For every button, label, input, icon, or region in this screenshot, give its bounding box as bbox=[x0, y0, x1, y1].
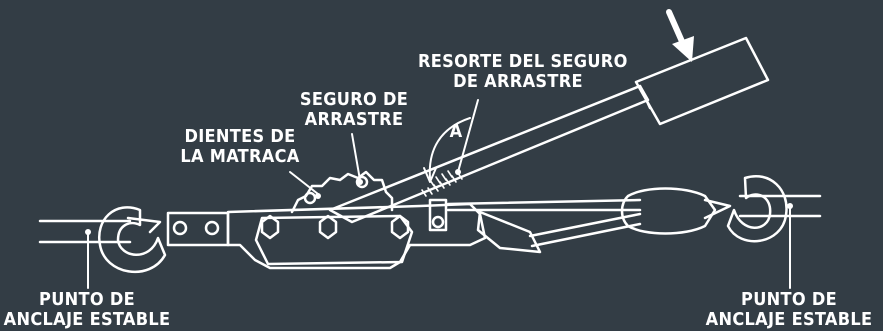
left-hook bbox=[97, 206, 167, 274]
label-punto-der-line1: PUNTO DE bbox=[741, 289, 837, 310]
label-seguro-line1: SEGURO DE bbox=[299, 89, 409, 110]
drag-pawl-spring bbox=[421, 170, 463, 197]
label-resorte-line1: RESORTE DEL SEGURO bbox=[418, 51, 628, 72]
right-anchor-rope bbox=[738, 194, 822, 218]
label-punto-anclaje-derecho: PUNTO DE ANCLAJE ESTABLE bbox=[704, 290, 874, 330]
label-resorte-seguro-arrastre: RESORTE DEL SEGURO DE ARRASTRE bbox=[418, 51, 628, 92]
left-hook-latch bbox=[126, 216, 162, 234]
label-angle-a: A bbox=[449, 121, 463, 142]
label-seguro-de-arrastre: SEGURO DE ARRASTRE bbox=[294, 90, 414, 130]
leader-lines bbox=[87, 99, 791, 289]
label-punto-anclaje-izquierdo: PUNTO DE ANCLAJE ESTABLE bbox=[2, 290, 172, 330]
left-anchor-rope bbox=[38, 219, 132, 244]
label-dientes-line2: LA MATRACA bbox=[180, 146, 300, 167]
label-seguro-line2: ARRASTRE bbox=[304, 109, 404, 130]
pawl-bracket bbox=[428, 198, 448, 232]
label-punto-izq-line2: ANCLAJE ESTABLE bbox=[3, 309, 171, 330]
label-dientes-line1: DIENTES DE bbox=[184, 126, 296, 147]
label-resorte-line2: DE ARRASTRE bbox=[453, 71, 583, 92]
lower-plate bbox=[254, 214, 414, 266]
label-punto-izq-line1: PUNTO DE bbox=[39, 289, 135, 310]
cable bbox=[446, 198, 642, 254]
angle-arc bbox=[423, 117, 471, 183]
label-dientes-matraca: DIENTES DE LA MATRACA bbox=[176, 127, 304, 167]
leader-dots bbox=[85, 169, 793, 235]
right-pulley-block bbox=[620, 187, 717, 235]
right-hook bbox=[726, 175, 788, 243]
handle-lever bbox=[328, 36, 770, 224]
right-hook-link bbox=[703, 198, 732, 220]
left-link-plate bbox=[166, 211, 230, 247]
label-punto-der-line2: ANCLAJE ESTABLE bbox=[705, 309, 873, 330]
push-arrow-icon bbox=[666, 9, 694, 62]
